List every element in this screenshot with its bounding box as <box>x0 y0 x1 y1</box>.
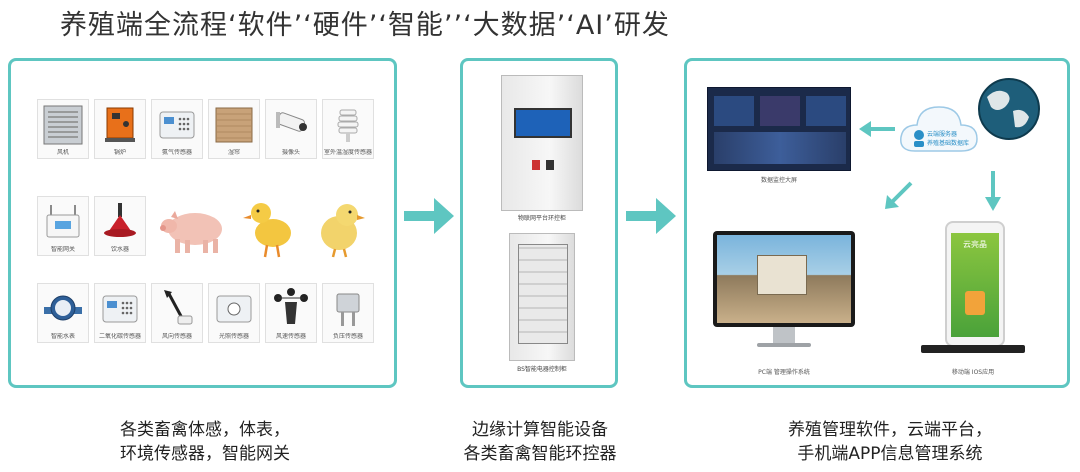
arrow-down-icon <box>985 171 1001 211</box>
flow-arrow-icon <box>404 198 454 234</box>
duckling-icon <box>243 203 291 258</box>
item-water-meter: 智能水表 <box>37 283 89 343</box>
item-label: 摄像头 <box>281 149 300 156</box>
cloud-text-line2: 养殖基础数据库 <box>927 140 970 147</box>
ammonia-sensor-icon <box>159 111 195 139</box>
item-label: 二氧化碳传感器 <box>98 333 141 340</box>
item-label: 氨气传感器 <box>161 149 192 156</box>
mid-caption: 边缘计算智能设备 各类畜禽智能环控器 <box>430 418 650 466</box>
desktop-label: PC端 管理操作系统 <box>758 369 810 376</box>
phone-screen: 云亮晶 <box>951 233 999 337</box>
pig-icon <box>160 211 222 253</box>
left-caption: 各类畜禽体感，体表， 环境传感器，智能网关 <box>60 418 350 466</box>
dashboard-widget <box>760 96 800 126</box>
left-caption-line1: 各类畜禽体感，体表， <box>120 420 290 440</box>
globe-icon <box>978 78 1040 140</box>
item-label: 智能网关 <box>50 246 75 253</box>
item-co2-sensor: 二氧化碳传感器 <box>94 283 146 343</box>
right-caption-line1: 养殖管理软件，云端平台， <box>788 420 992 440</box>
monitor-stand <box>773 327 795 345</box>
sensors-panel: 风机 锅炉 氨气传感器 湿帘 <box>8 58 397 388</box>
item-label: 风机 <box>56 149 69 156</box>
item-label: 湿帘 <box>227 149 240 156</box>
cloud-icon <box>900 106 978 152</box>
phone-brand: 云亮晶 <box>963 240 987 249</box>
item-ammonia-sensor: 氨气传感器 <box>151 99 203 159</box>
bs-control-cabinet <box>509 233 575 361</box>
edge-devices-panel: 物联网平台环控柜 BS智能电器控制柜 <box>460 58 618 388</box>
water-meter-icon <box>44 295 82 321</box>
right-caption-line2: 手机端APP信息管理系统 <box>797 444 983 464</box>
item-fan: 风机 <box>37 99 89 159</box>
drinker-icon <box>104 203 136 237</box>
flow-arrow-icon <box>626 198 676 234</box>
fan-icon <box>43 105 83 145</box>
mobile-phone: 云亮晶 <box>945 221 1005 347</box>
co2-sensor-icon <box>102 295 138 323</box>
phone-label: 移动端 IOS应用 <box>951 369 995 376</box>
arrow-left-icon <box>859 121 895 137</box>
pressure-sensor-icon <box>336 293 360 326</box>
monitor-base <box>757 343 811 347</box>
dashboard-widget <box>714 132 846 164</box>
gateway-icon <box>46 205 80 238</box>
item-wind-direction: 风向传感器 <box>151 283 203 343</box>
dashboard-label: 数据监控大屏 <box>760 177 797 184</box>
boiler-icon <box>105 107 135 142</box>
camera-icon <box>276 112 307 132</box>
item-label: 风向传感器 <box>161 333 192 340</box>
item-drinker: 饮水器 <box>94 196 146 256</box>
dashboard-widget <box>714 96 754 126</box>
item-label: 锅炉 <box>113 149 126 156</box>
right-caption: 养殖管理软件，云端平台， 手机端APP信息管理系统 <box>740 418 1040 466</box>
wet-curtain-icon <box>215 107 253 143</box>
cabinet-panel <box>518 244 568 344</box>
item-light-sensor: 光照传感器 <box>208 283 260 343</box>
pc-monitor <box>713 231 855 327</box>
item-label: 饮水器 <box>110 246 129 253</box>
light-sensor-icon <box>216 295 252 323</box>
app-house-icon <box>965 291 985 315</box>
outdoor-th-sensor-icon <box>337 109 359 142</box>
item-camera: 摄像头 <box>265 99 317 159</box>
item-label: 智能水表 <box>50 333 75 340</box>
left-caption-line2: 环境传感器，智能网关 <box>120 444 290 464</box>
item-label: 负压传感器 <box>332 333 363 340</box>
page-title: 养殖端全流程‘软件’‘硬件’‘智能’’‘大数据’‘AI’研发 <box>60 10 670 41</box>
phone-stand <box>921 345 1025 353</box>
item-wind-speed: 风速传感器 <box>265 283 317 343</box>
item-gateway: 智能网关 <box>37 196 89 256</box>
item-wet-curtain: 湿帘 <box>208 99 260 159</box>
wind-direction-icon <box>164 290 193 325</box>
item-outdoor-sensor: 室外温湿度传感器 <box>322 99 374 159</box>
mid-caption-line2: 各类畜禽智能环控器 <box>463 444 617 464</box>
item-pressure-sensor: 负压传感器 <box>322 283 374 343</box>
item-label: 光照传感器 <box>218 333 249 340</box>
mid-caption-line1: 边缘计算智能设备 <box>472 420 608 440</box>
item-label: 室外温湿度传感器 <box>323 149 372 156</box>
item-boiler: 锅炉 <box>94 99 146 159</box>
pc-screen <box>717 235 851 323</box>
cloud-text-line1: 云端服务器 <box>927 131 958 138</box>
wind-speed-icon <box>274 288 308 324</box>
item-label: 风速传感器 <box>275 333 306 340</box>
cabinet-top-label: 物联网平台环控柜 <box>517 215 566 222</box>
cabinet-switch <box>546 160 554 170</box>
dashboard-screen <box>707 87 851 171</box>
cabinet-bottom-label: BS智能电器控制柜 <box>517 366 567 373</box>
cabinet-switch <box>532 160 540 170</box>
barn-model <box>757 255 807 295</box>
chick-icon <box>321 204 365 258</box>
dashboard-widget <box>806 96 846 126</box>
software-platform-panel: 数据监控大屏 云端服务器 养殖基础数据库 PC端 管理操作系统 <box>684 58 1070 388</box>
cabinet-screen <box>514 108 572 138</box>
iot-control-cabinet <box>501 75 583 211</box>
arrow-down-left-icon <box>885 181 913 209</box>
